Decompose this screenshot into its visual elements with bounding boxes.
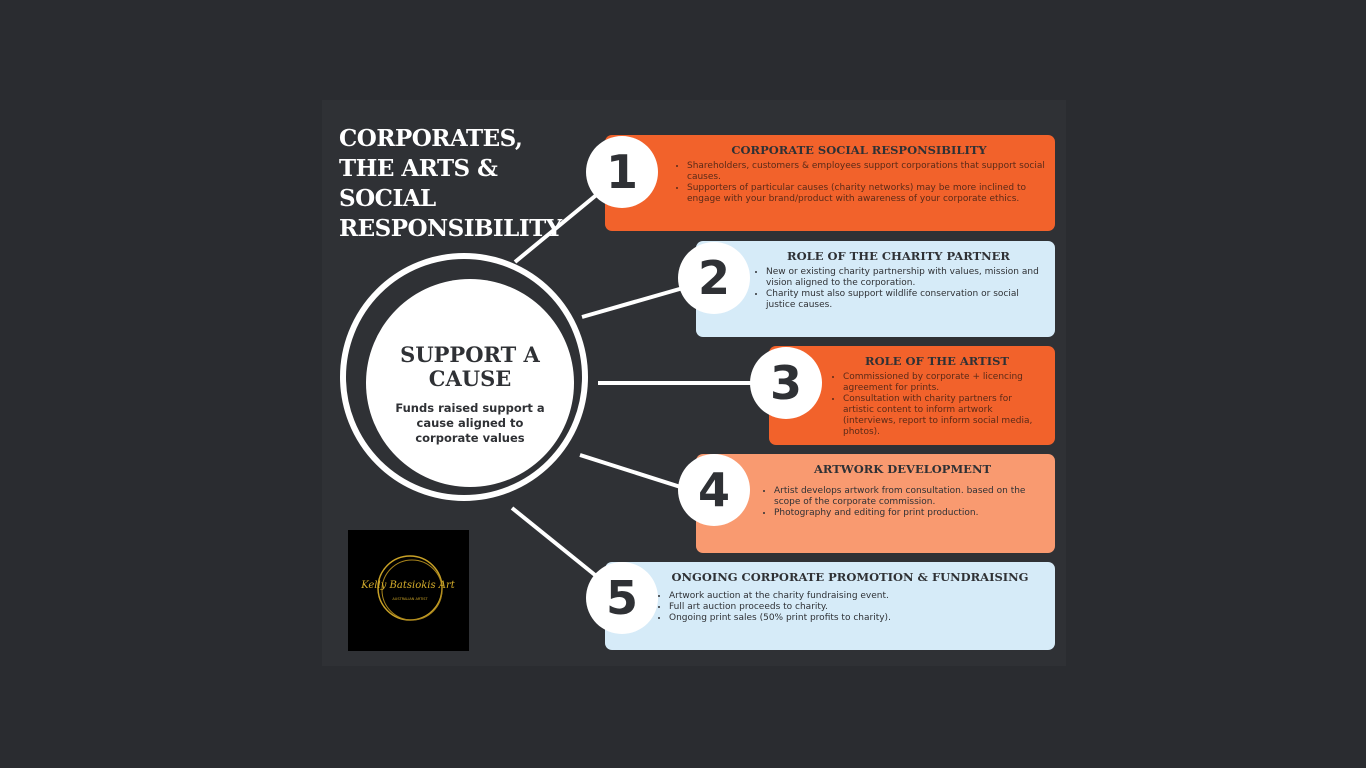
step-bullet: Commissioned by corporate + licencing ag…: [843, 372, 1045, 394]
step-card-1: CORPORATE SOCIAL RESPONSIBILITY Sharehol…: [605, 135, 1055, 231]
step-number-5: 5: [586, 562, 658, 634]
connector-5: [510, 506, 597, 577]
step-card-4: ARTWORK DEVELOPMENT Artist develops artw…: [696, 454, 1055, 553]
step-card-3: ROLE OF THE ARTIST Commissioned by corpo…: [769, 346, 1055, 445]
connector-1: [513, 190, 602, 264]
center-heading: SUPPORT A CAUSE: [400, 342, 540, 391]
step-number-3: 3: [750, 347, 822, 419]
step-bullet: Charity must also support wildlife conse…: [766, 289, 1045, 311]
title-line: RESPONSIBILITY: [339, 215, 562, 242]
step-bullet: Ongoing print sales (50% print profits t…: [669, 613, 1045, 624]
title-line: CORPORATES,: [339, 125, 523, 152]
infographic-title: CORPORATES, THE ARTS & SOCIAL RESPONSIBI…: [339, 124, 562, 244]
title-line: SOCIAL: [339, 185, 436, 212]
step-heading: ROLE OF THE ARTIST: [865, 354, 1009, 368]
step-bullet: Consultation with charity partners for a…: [843, 394, 1045, 438]
svg-text:AUSTRALIAN ARTIST: AUSTRALIAN ARTIST: [392, 597, 428, 601]
center-circle: SUPPORT A CAUSE Funds raised support a c…: [366, 279, 574, 487]
step-bullet: Shareholders, customers & employees supp…: [687, 161, 1045, 183]
step-bullet: Artwork auction at the charity fundraisi…: [669, 591, 1045, 602]
step-heading: ROLE OF THE CHARITY PARTNER: [787, 249, 1010, 263]
center-ring: [340, 253, 588, 501]
step-bullet: Full art auction proceeds to charity.: [669, 602, 1045, 613]
step-number-1: 1: [586, 136, 658, 208]
step-heading: ONGOING CORPORATE PROMOTION & FUNDRAISIN…: [671, 570, 1029, 584]
step-card-5: ONGOING CORPORATE PROMOTION & FUNDRAISIN…: [605, 562, 1055, 650]
title-line: THE ARTS &: [339, 155, 498, 182]
step-bullet: New or existing charity partnership with…: [766, 267, 1045, 289]
step-number-2: 2: [678, 242, 750, 314]
step-card-2: ROLE OF THE CHARITY PARTNER New or exist…: [696, 241, 1055, 337]
step-heading: CORPORATE SOCIAL RESPONSIBILITY: [731, 143, 987, 157]
step-bullet: Supporters of particular causes (charity…: [687, 183, 1045, 205]
step-number-4: 4: [678, 454, 750, 526]
center-text: Funds raised support a cause aligned to …: [395, 401, 545, 445]
connector-4: [579, 453, 691, 492]
step-heading: ARTWORK DEVELOPMENT: [813, 462, 992, 476]
step-bullet: Artist develops artwork from consultatio…: [774, 486, 1045, 508]
svg-text:Kelly Batsiokis Art: Kelly Batsiokis Art: [360, 580, 456, 591]
connector-2: [581, 284, 691, 319]
logo-emblem-icon: Kelly Batsiokis Art AUSTRALIAN ARTIST: [360, 555, 456, 621]
step-bullet: Photography and editing for print produc…: [774, 508, 1045, 519]
artist-logo: Kelly Batsiokis Art AUSTRALIAN ARTIST: [348, 530, 469, 651]
